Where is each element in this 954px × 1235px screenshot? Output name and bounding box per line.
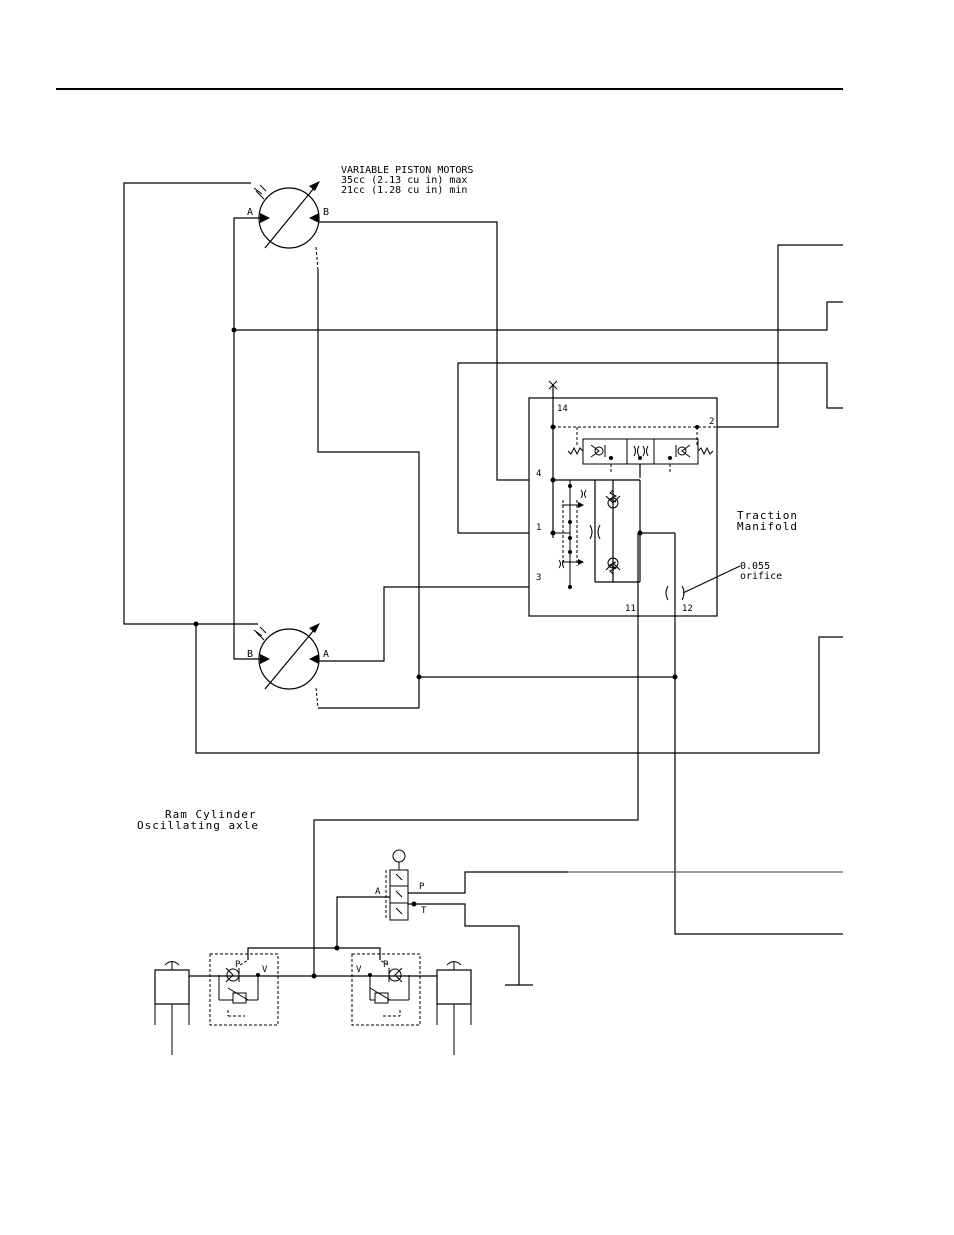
upper-motor-port-a-arrow [260, 213, 270, 223]
upper-motor-servo-line [318, 270, 419, 708]
lower-motor-variable-arrow-head [309, 623, 320, 633]
lower-piston-motor: B A [247, 623, 329, 689]
ram-cylinder-circuit: Ram Cylinder Oscillating axle A P T [137, 808, 843, 1055]
upper-piston-motor: A B [247, 181, 329, 248]
upper-motor-b-to-port4-line [319, 222, 529, 480]
lock-valve-right: P V [352, 954, 420, 1025]
selector-t-line [414, 904, 519, 985]
manifold-port-4-label: 4 [536, 469, 541, 479]
manifold-port-11-label: 11 [625, 604, 636, 614]
case-drain-line [124, 183, 251, 624]
motor-spec-min: 21cc (1.28 cu in) min [341, 185, 467, 196]
motor-lines [124, 183, 843, 753]
manifold-port-12-label: 12 [682, 604, 693, 614]
ram-cylinder-left [155, 962, 189, 1056]
oscillating-axle-label: Oscillating axle [137, 819, 259, 832]
selector-a-line [337, 897, 390, 948]
selector-port-t-label: T [421, 906, 427, 916]
upper-motor-port-b-arrow [309, 213, 319, 223]
manifold-port-12-line [675, 677, 843, 934]
motor-a-b-crossover-line [234, 218, 260, 659]
manifold-port-14-label: 14 [557, 404, 568, 414]
ram-supply-line [314, 820, 568, 976]
upper-motor-port-b-label: B [323, 207, 329, 218]
lower-motor-port-b-arrow [260, 654, 270, 664]
manifold-port-3-label: 3 [536, 573, 541, 583]
manifold-port-1-label: 1 [536, 523, 541, 533]
pump-line-b [458, 363, 843, 533]
traction-manifold: Traction Manifold 14 2 4 1 3 11 12 [458, 245, 843, 934]
pump-line-a [234, 302, 843, 330]
upper-motor-variable-arrow-shaft [265, 188, 314, 248]
lower-motor-port-a-arrow [309, 654, 319, 664]
motor-spec-label: VARIABLE PISTON MOTORS 35cc (2.13 cu in)… [341, 165, 473, 196]
upper-motor-port-a-label: A [247, 207, 253, 218]
traction-manifold-body [529, 398, 717, 616]
lock-right-port-v-label: V [356, 965, 362, 975]
lock-valve-left: P V [210, 954, 278, 1025]
manifold-port-2-line [717, 245, 843, 427]
lower-motor-a-to-port3-line [319, 587, 529, 661]
selector-valve: A P T [375, 850, 427, 920]
upper-motor-variable-arrow-head [309, 181, 320, 191]
orifice-0055 [666, 586, 668, 600]
traction-manifold-title-2: Manifold [737, 520, 798, 533]
lock-left-port-v-label: V [262, 965, 268, 975]
lower-motor-port-b-label: B [247, 649, 253, 660]
selector-port-a-label: A [375, 887, 381, 897]
orifice-text-label: orifice [740, 571, 782, 582]
manifold-port-2-label: 2 [709, 417, 714, 427]
lower-motor-port-a-label: A [323, 649, 329, 660]
lock-left-port-p-label: P [235, 960, 241, 970]
selector-port-p-label: P [419, 882, 425, 892]
lock-right-port-p-label: P [383, 960, 389, 970]
selector-valve-solenoid [393, 850, 405, 862]
selector-p-line [408, 872, 843, 893]
ram-cylinder-right [437, 962, 471, 1056]
lower-motor-variable-arrow-shaft [265, 630, 314, 689]
